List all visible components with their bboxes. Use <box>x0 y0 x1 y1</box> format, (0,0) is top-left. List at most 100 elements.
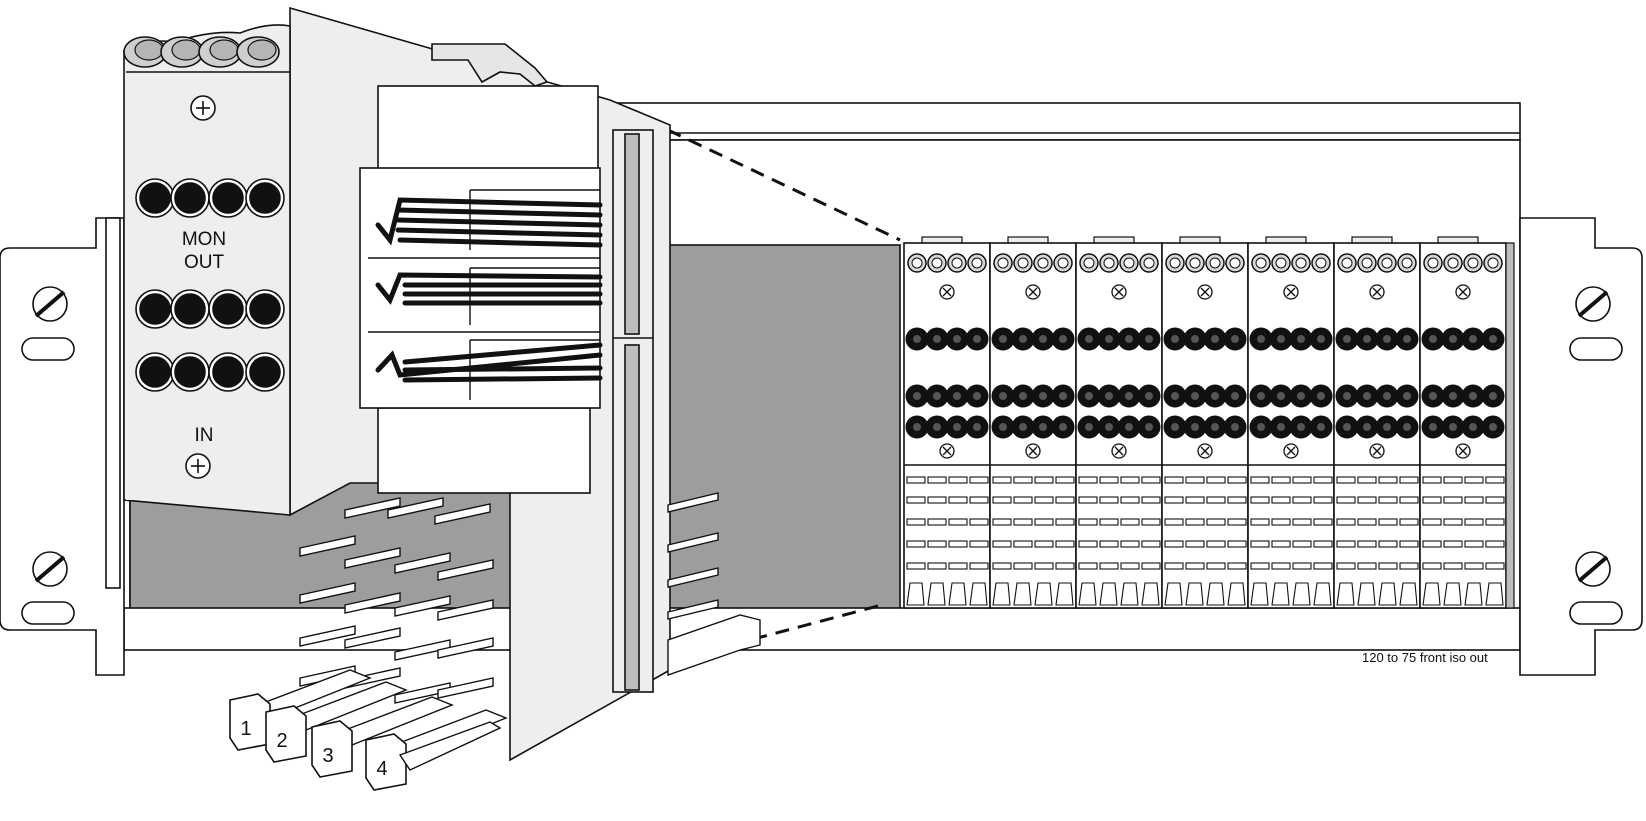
connector-pin-icon <box>1120 540 1140 548</box>
bnc-jack-icon <box>1031 415 1055 439</box>
bnc-jack-icon <box>1421 415 1445 439</box>
connector-pin-icon <box>969 496 989 504</box>
rack-module <box>1161 236 1249 609</box>
connector-pin-icon <box>1227 562 1247 570</box>
latch-tab <box>948 582 967 606</box>
connector-pin-icon <box>1250 540 1270 548</box>
bnc-jack-icon <box>1311 253 1331 273</box>
rail-latch <box>667 614 761 676</box>
connector-pin-icon <box>906 540 926 548</box>
connector-pin-icon <box>1271 476 1291 484</box>
bnc-jack-icon <box>160 36 204 68</box>
connector-pin-icon <box>1378 518 1398 526</box>
screw-head-icon <box>1455 443 1471 459</box>
connector-pin-icon <box>948 562 968 570</box>
bottom-rail <box>123 607 1521 651</box>
latch-tab <box>1464 582 1483 606</box>
bnc-jack-icon <box>1481 384 1505 408</box>
connector-pin-icon <box>1141 562 1161 570</box>
connector-pin-icon <box>1141 476 1161 484</box>
connector-pin-icon <box>948 540 968 548</box>
connector-pin-icon <box>344 627 401 649</box>
latch-tab <box>1227 582 1246 606</box>
connector-pin-icon <box>1399 540 1419 548</box>
connector-pin-icon <box>1078 476 1098 484</box>
bnc-jack-icon <box>1079 253 1099 273</box>
connector-pin-icon <box>1292 476 1312 484</box>
connector-pin-icon <box>906 496 926 504</box>
connector-pin-icon <box>1357 562 1377 570</box>
connector-pin-icon <box>1313 476 1333 484</box>
mounting-slot-icon <box>21 337 75 361</box>
rack-module <box>1247 236 1335 609</box>
connector-pin-icon <box>1099 562 1119 570</box>
latch-tab <box>1120 582 1139 606</box>
connector-pin-icon <box>1055 476 1075 484</box>
connector-pin-icon <box>1422 476 1442 484</box>
connector-pin-icon <box>948 476 968 484</box>
bnc-jack-icon <box>1117 327 1141 351</box>
connector-pin-icon <box>299 582 356 604</box>
plug-in-card: 2 <box>265 681 408 763</box>
bnc-jack-icon <box>1355 384 1379 408</box>
rack-module <box>1075 236 1163 609</box>
connector-pin-icon <box>992 518 1012 526</box>
left-mounting-ear <box>0 217 125 676</box>
connector-pin-icon <box>906 518 926 526</box>
guide-strip <box>1505 242 1515 609</box>
bnc-jack-icon <box>1357 253 1377 273</box>
bnc-jack-icon <box>993 253 1013 273</box>
connector-pin-icon <box>1185 518 1205 526</box>
bnc-jack-icon <box>1481 327 1505 351</box>
connector-pin-icon <box>1164 518 1184 526</box>
bnc-jack-icon <box>1443 253 1463 273</box>
connector-pin-icon <box>1271 562 1291 570</box>
connector-pin-icon <box>1357 496 1377 504</box>
latch-tab <box>969 582 988 606</box>
label-mon: MON <box>182 229 226 250</box>
bnc-jack-icon <box>245 178 285 218</box>
connector-pin-icon <box>1292 562 1312 570</box>
latch-tab <box>1055 582 1074 606</box>
connector-pin-icon <box>394 595 451 617</box>
connector-pin-icon <box>1099 540 1119 548</box>
connector-pin-icon <box>906 562 926 570</box>
bnc-jack-icon <box>1355 415 1379 439</box>
connector-pin-icon <box>1120 518 1140 526</box>
latch-tab <box>1034 582 1053 606</box>
connector-pin-icon <box>1357 540 1377 548</box>
bnc-jack-icon <box>1223 415 1247 439</box>
bnc-jack-icon <box>1309 384 1333 408</box>
connector-pin-icon <box>992 496 1012 504</box>
connector-pin-icon <box>1250 562 1270 570</box>
module-top-tab <box>431 43 549 87</box>
bnc-jack-icon <box>1053 253 1073 273</box>
bnc-jack-icon <box>1097 415 1121 439</box>
connector-pin-icon <box>1313 496 1333 504</box>
bnc-jack-icon <box>1289 384 1313 408</box>
bnc-jack-icon <box>1013 253 1033 273</box>
bnc-jack-icon <box>1203 415 1227 439</box>
bnc-jack-icon <box>1203 327 1227 351</box>
bnc-jack-icon <box>135 352 175 392</box>
connector-pin-icon <box>906 476 926 484</box>
connector-pin-icon <box>437 559 494 581</box>
latch-tab <box>1099 582 1118 606</box>
connector-pin-icon <box>1227 476 1247 484</box>
bnc-jack-icon <box>1291 253 1311 273</box>
connector-pin-icon <box>1120 562 1140 570</box>
connector-pin-icon <box>1034 496 1054 504</box>
screw-head-icon <box>939 284 955 300</box>
bnc-jack-icon <box>945 327 969 351</box>
plug-in-card: 1 <box>229 669 372 751</box>
connector-pin-icon <box>299 625 356 647</box>
connector-pin-icon <box>1357 476 1377 484</box>
bnc-jack-icon <box>1441 327 1465 351</box>
bnc-jack-icon <box>1395 384 1419 408</box>
latch-tab <box>1313 582 1332 606</box>
connector-pin-icon <box>1336 562 1356 570</box>
bnc-jack-icon <box>1099 253 1119 273</box>
connector-pin-icon <box>667 532 719 553</box>
